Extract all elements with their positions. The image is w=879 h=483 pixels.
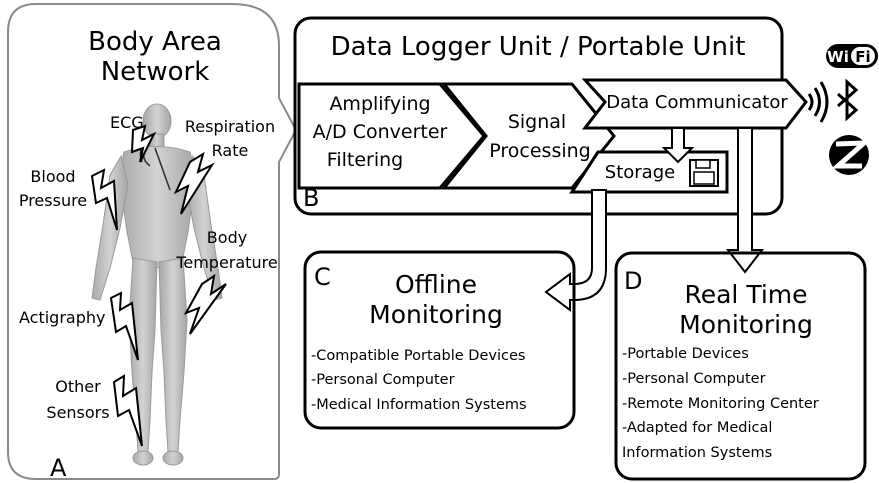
amplifying-stage-block [297, 82, 486, 190]
stage1-line3: Filtering [327, 149, 403, 171]
wireless-signal-icon [807, 81, 829, 123]
panel-d-frame [614, 251, 867, 481]
actigraphy-label: Actigraphy [19, 308, 105, 327]
signal-processing-stage-block [440, 82, 616, 190]
communicator-to-realtime-arrow [725, 127, 765, 274]
panel-b-title: Data Logger Unit / Portable Unit [331, 32, 746, 62]
wifi-logo-left: Wi [827, 48, 849, 66]
panel-d-realtime-monitoring: D Real Time Monitoring -Portable Devices… [614, 251, 867, 481]
realtime-item: -Adapted for Medical [622, 420, 772, 436]
ecg-label: ECG [110, 113, 144, 132]
stage2-line1: Signal [508, 111, 566, 133]
stage1-line2: A/D Converter [313, 121, 448, 143]
panel-b-data-logger-unit: Data Logger Unit / Portable Unit Amplify… [293, 16, 808, 216]
panel-c-offline-monitoring: C Offline Monitoring -Compatible Portabl… [303, 250, 576, 430]
panel-a-letter: A [50, 454, 67, 482]
communicator-to-storage-arrow [661, 127, 695, 164]
respiration-label-line1: Respiration [185, 117, 275, 136]
wifi-logo-right: Fi [855, 48, 870, 66]
wifi-logo-icon: Wi Fi [826, 44, 878, 68]
body-temp-label-line1: Body [207, 228, 247, 247]
panel-a-body-area-network: Body Area Network ECG Respiration Rate B… [7, 3, 298, 482]
other-sensors-label-line1: Other [55, 377, 101, 396]
respiration-sensor-bolt [173, 151, 215, 215]
offline-item: -Compatible Portable Devices [311, 348, 525, 364]
storage-to-offline-arrow [544, 189, 607, 312]
panel-c-letter: C [314, 263, 331, 291]
realtime-item: Information Systems [622, 445, 772, 461]
panel-d-title-line2: Monitoring [679, 310, 813, 339]
panel-d-title-line1: Real Time [684, 280, 807, 309]
body-temp-label-line2: Temperature [175, 253, 277, 272]
ecg-sensor-bolt [130, 124, 157, 163]
panel-b-letter: B [303, 184, 319, 212]
panel-a-title-line2: Network [101, 57, 210, 87]
offline-item: -Medical Information Systems [311, 397, 527, 413]
realtime-item: -Portable Devices [622, 346, 749, 362]
stage2-line2: Processing [489, 140, 590, 162]
other-sensors-label-line2: Sensors [46, 403, 109, 422]
panel-c-title-line2: Monitoring [369, 300, 503, 329]
actigraphy-sensor-bolt [109, 291, 139, 361]
blood-pressure-label-line2: Pressure [19, 191, 87, 210]
respiration-label-line2: Rate [212, 141, 249, 160]
realtime-item: -Remote Monitoring Center [622, 396, 819, 412]
panel-d-letter: D [624, 267, 642, 295]
offline-item: -Personal Computer [311, 372, 455, 388]
panel-a-title-line1: Body Area [88, 27, 222, 57]
panel-c-frame [303, 250, 576, 430]
bluetooth-icon [837, 78, 859, 122]
realtime-item: -Personal Computer [622, 371, 766, 387]
blood-pressure-sensor-bolt [90, 168, 118, 231]
body-temperature-sensor-bolt [183, 273, 227, 335]
blood-pressure-label-line1: Blood [30, 167, 75, 186]
data-communicator-block [581, 78, 808, 130]
stage1-line1: Amplifying [329, 93, 430, 115]
panel-c-title-line1: Offline [395, 270, 477, 299]
other-sensors-bolt [112, 374, 143, 447]
zigbee-icon [829, 135, 871, 175]
storage-label: Storage [605, 162, 675, 183]
floppy-disk-icon [689, 159, 719, 187]
data-communicator-label: Data Communicator [606, 92, 788, 113]
